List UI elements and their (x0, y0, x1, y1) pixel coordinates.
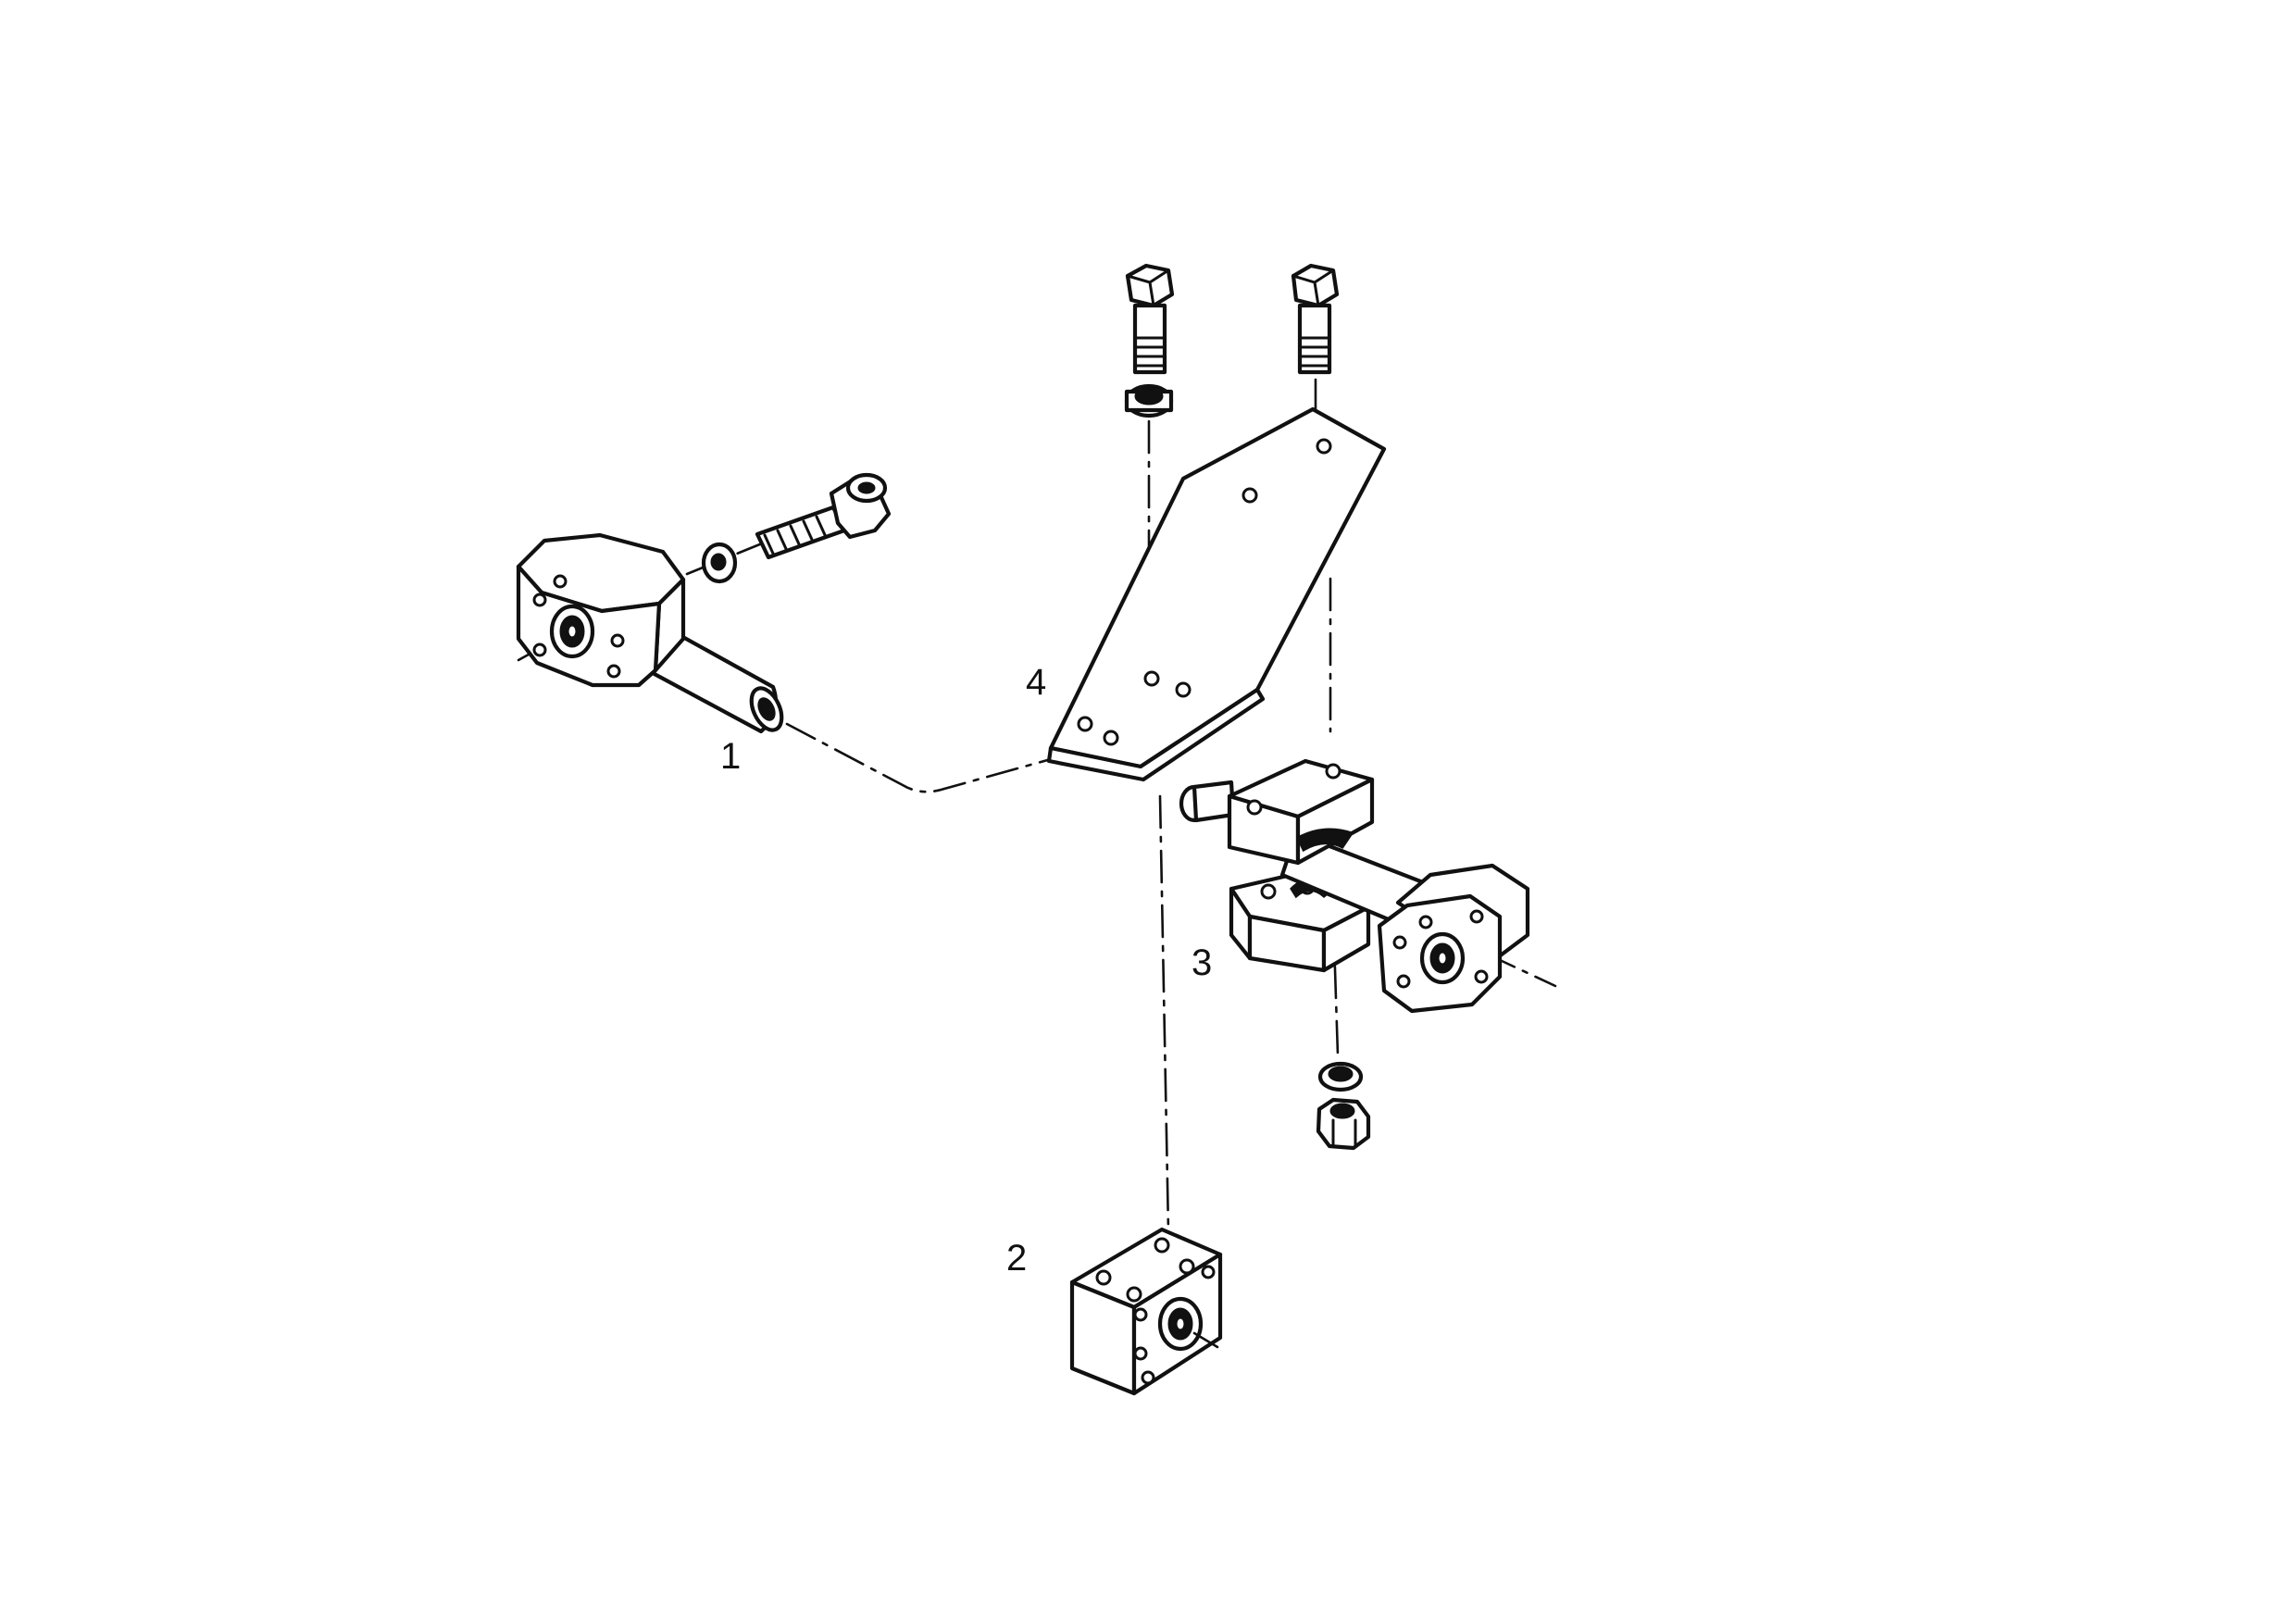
center-lines (517, 378, 1557, 1233)
callout-part-2: 2 (1006, 1238, 1027, 1279)
hex-bolt-right (1291, 263, 1340, 375)
hex-bolt-left (1125, 263, 1175, 375)
callout-part-1: 1 (720, 736, 741, 777)
part-3-clamp-shaft-assembly (1179, 758, 1530, 1014)
part-2-bearing-block (1069, 1227, 1223, 1396)
part-1-flange-shaft (516, 532, 784, 734)
socket-cap-screw (755, 472, 892, 560)
nut-left-top (1124, 383, 1174, 418)
centerline-plate-to-block2 (1158, 794, 1170, 1233)
washer-part1 (701, 542, 738, 584)
callout-part-3: 3 (1192, 942, 1212, 983)
centerline-part1-to-plate (785, 722, 1053, 793)
hex-nut-lower (1316, 1097, 1371, 1151)
callout-part-4: 4 (1026, 662, 1046, 703)
washer-lower (1317, 1061, 1364, 1092)
part-4-mounting-plate (1046, 406, 1387, 782)
